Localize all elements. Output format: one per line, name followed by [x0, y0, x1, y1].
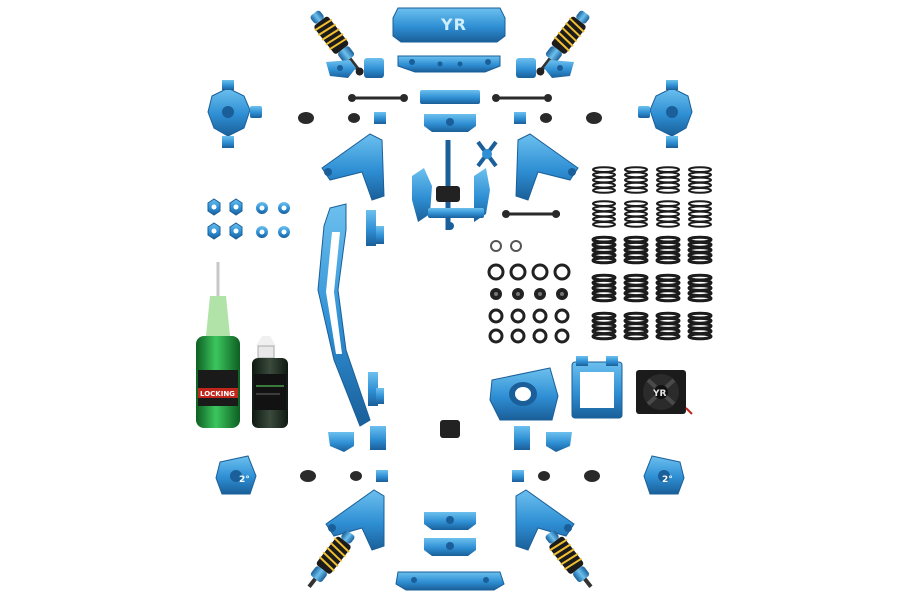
- spring: [687, 235, 713, 265]
- spring: [655, 311, 681, 341]
- spring: [687, 311, 713, 341]
- spring: [623, 235, 649, 265]
- plate-logo-text: YR: [440, 15, 467, 34]
- shock-absorber-top-left: [310, 10, 364, 76]
- spring: [623, 311, 649, 341]
- chassis-side-brace: [317, 203, 371, 427]
- spring: [656, 166, 680, 194]
- fan-logo-text: YR: [652, 389, 667, 399]
- spring: [624, 200, 648, 228]
- rear-driveshaft-left: [272, 470, 388, 482]
- center-driveshaft: [440, 222, 460, 490]
- spring: [623, 273, 649, 303]
- rear-suspension-arm-right: [515, 489, 575, 551]
- rear-suspension-arm-left: [325, 489, 385, 551]
- wheel-hex-nuts: [207, 198, 290, 240]
- spring: [591, 311, 617, 341]
- spring-set: [591, 166, 713, 341]
- rear-bulkhead-lower: [395, 571, 505, 591]
- rear-hub-right: 2°: [643, 455, 685, 495]
- motor-heatsink-frame: [571, 356, 623, 419]
- small-post-mid-left: [368, 372, 384, 406]
- turnbuckle-top-right: [492, 94, 552, 102]
- spring: [656, 200, 680, 228]
- turnbuckle-top-left: [348, 94, 408, 102]
- front-suspension-arm-left: [321, 133, 385, 201]
- rear-arm-mount-right: [514, 426, 572, 452]
- spring: [655, 273, 681, 303]
- front-driveshaft-left: [270, 112, 386, 124]
- spring: [592, 166, 616, 194]
- shock-absorber-bottom-left: [307, 530, 355, 589]
- shock-absorber-bottom-right: [545, 530, 593, 589]
- motor-mount: [489, 367, 559, 421]
- small-camber-mount-right-top: [516, 58, 574, 78]
- front-bulkhead-top: [397, 55, 501, 73]
- cooling-fan: YR: [636, 370, 693, 415]
- spring: [624, 166, 648, 194]
- rear-bulkhead-upper: [424, 512, 476, 556]
- spring: [591, 273, 617, 303]
- spring: [655, 235, 681, 265]
- threadlock-bottle-green: LOCKING: [196, 262, 240, 428]
- bearing-set: [487, 240, 571, 344]
- front-suspension-arm-right: [515, 133, 579, 201]
- shock-absorber-top-right: [536, 10, 590, 76]
- steering-assembly: [412, 140, 490, 230]
- front-knuckle-left: [207, 80, 262, 148]
- linkage-rod-right: [502, 210, 560, 218]
- spring: [688, 200, 712, 228]
- bottle-label-text: LOCKING: [200, 390, 235, 398]
- rear-driveshaft-right: [512, 470, 628, 482]
- rear-arm-mount-left: [328, 426, 386, 452]
- cross-joint: [476, 140, 498, 168]
- top-upper-deck-plate: YR: [392, 7, 506, 43]
- spring: [687, 273, 713, 303]
- front-bulkhead-lower-top: [420, 90, 480, 132]
- threadlock-bottle-dark: [252, 336, 288, 428]
- spring: [688, 166, 712, 194]
- front-driveshaft-right: [514, 112, 630, 124]
- small-camber-mount-left-top: [326, 58, 384, 78]
- rear-hub-left: 2°: [215, 455, 257, 495]
- spring: [592, 200, 616, 228]
- spring: [591, 235, 617, 265]
- rear-hub-left-marking: 2°: [239, 475, 250, 485]
- rear-hub-right-marking: 2°: [662, 475, 673, 485]
- front-knuckle-right: [638, 80, 693, 148]
- small-mount-post: [366, 210, 384, 246]
